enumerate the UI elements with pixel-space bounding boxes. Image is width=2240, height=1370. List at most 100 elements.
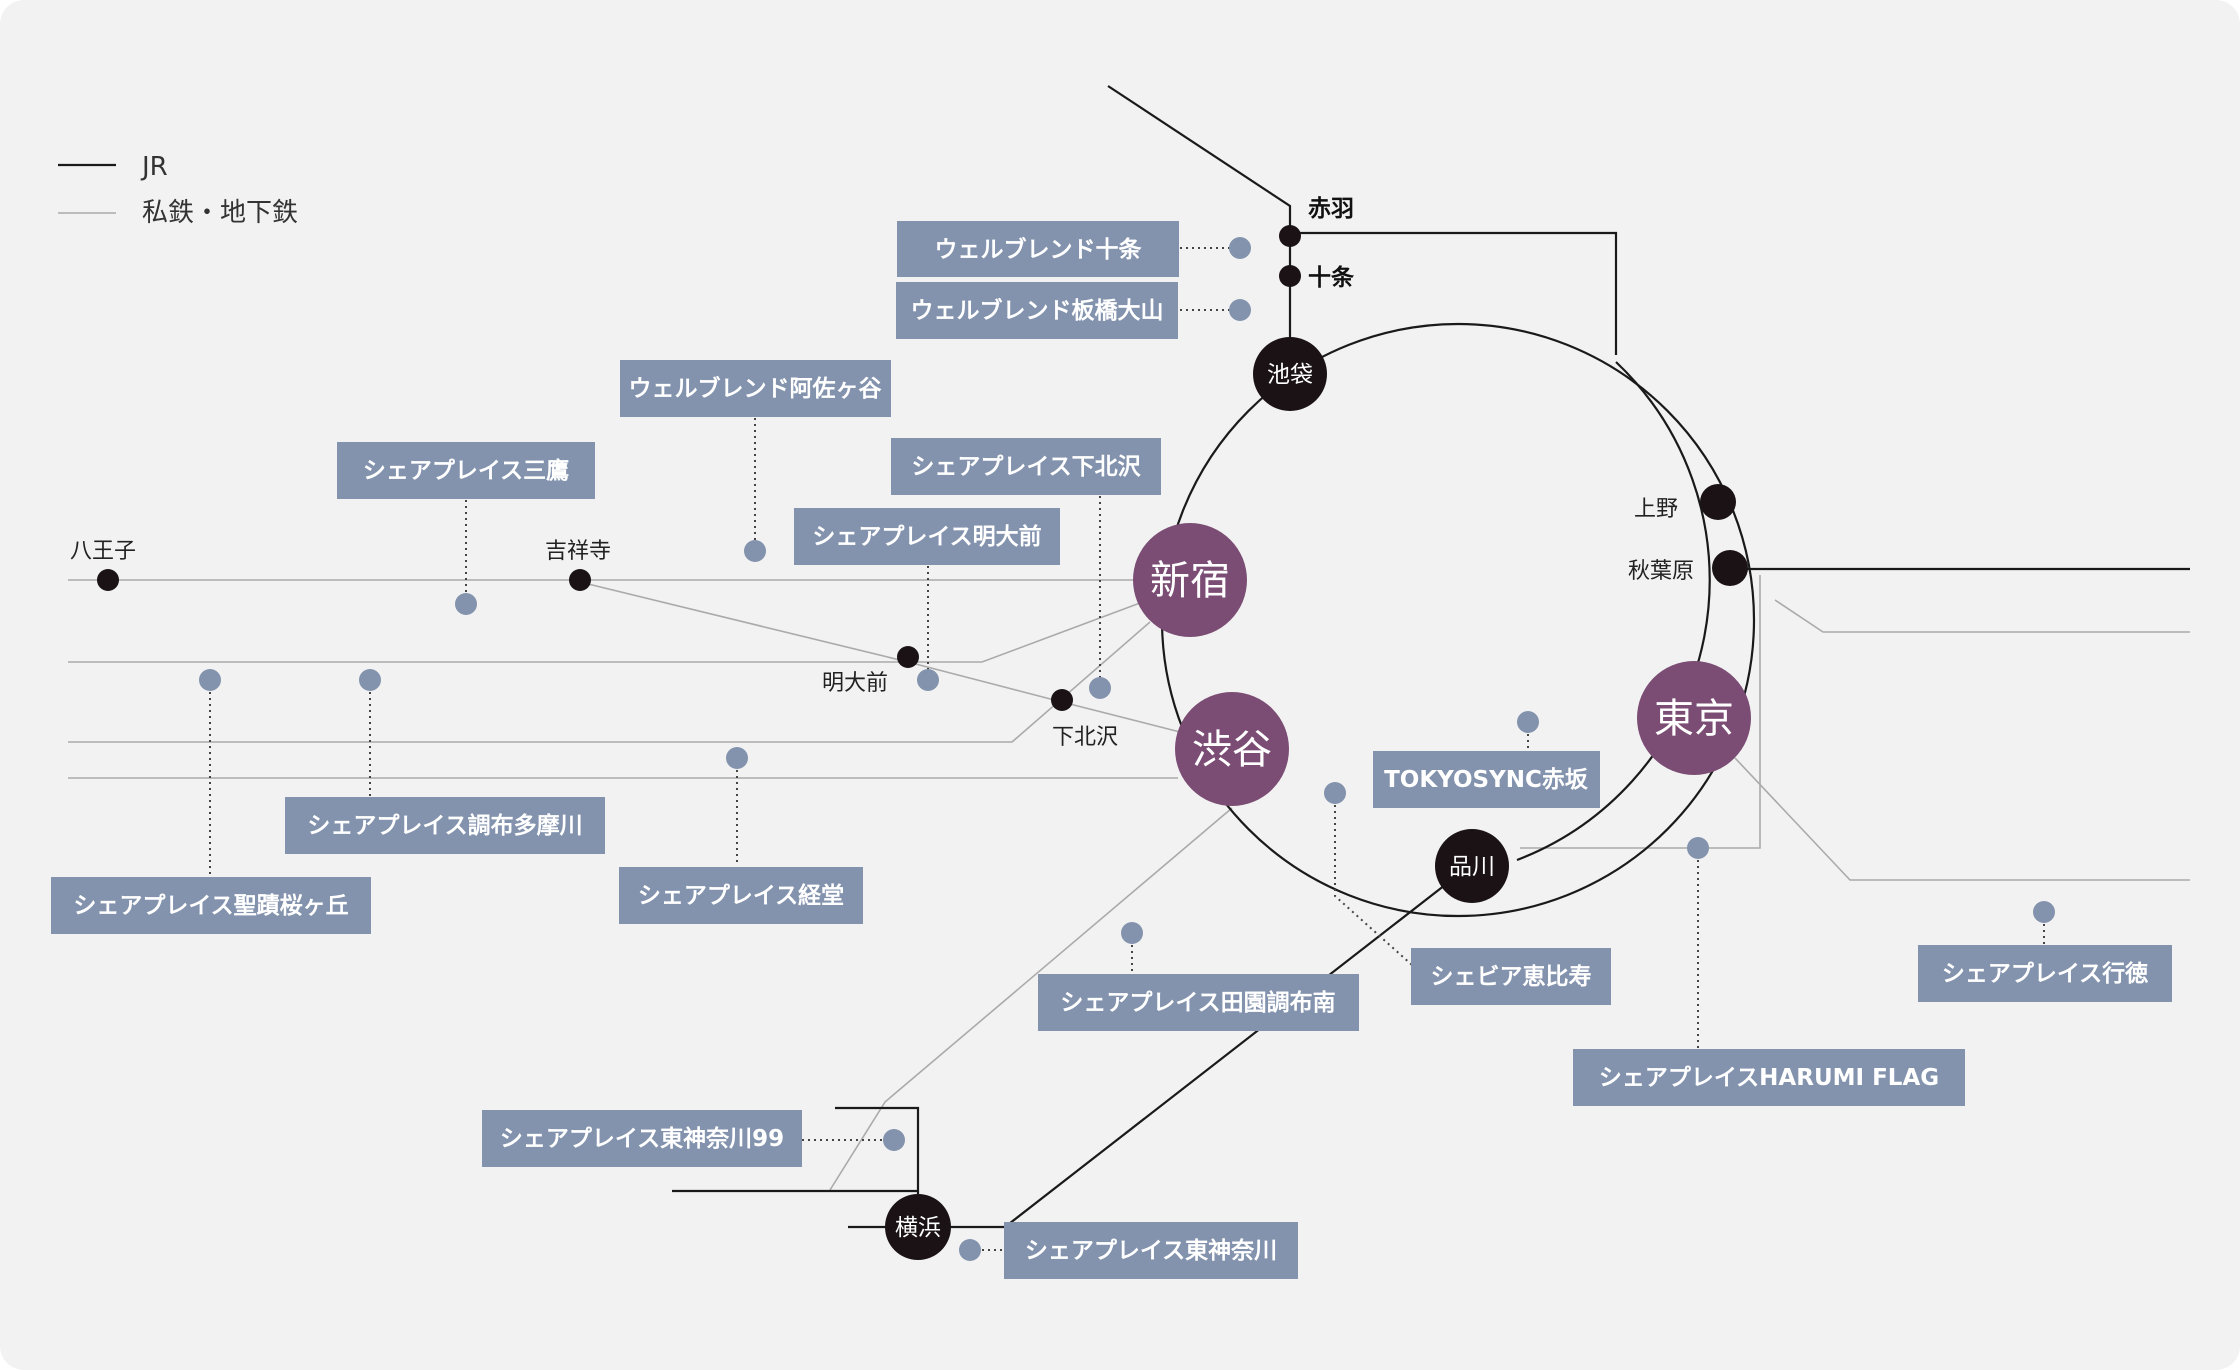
station-dot-ueno[interactable] — [1700, 484, 1736, 520]
private-lines — [68, 575, 2190, 1191]
property-dot-denenchofu[interactable] — [1121, 922, 1143, 944]
line-toyoko — [829, 807, 1233, 1191]
station-label-shimokitazawa: 下北沢 — [1052, 725, 1118, 750]
legend: JR 私鉄・地下鉄 — [58, 152, 298, 228]
property-harumi[interactable]: シェアプレイスHARUMI FLAG — [1573, 1049, 1965, 1106]
property-dot-harumi[interactable] — [1687, 837, 1709, 859]
hub-shinagawa[interactable] — [1435, 829, 1509, 903]
property-dot-jujo[interactable] — [1229, 237, 1251, 259]
leaders — [209, 247, 2045, 1251]
property-label-meidaimae: シェアプレイス明大前 — [812, 523, 1041, 550]
property-gyotoku[interactable]: シェアプレイス行徳 — [1918, 945, 2172, 1002]
property-label-mitaka: シェアプレイス三鷹 — [363, 457, 569, 484]
property-chofu[interactable]: シェアプレイス調布多摩川 — [285, 797, 605, 854]
station-label-ueno: 上野 — [1634, 497, 1678, 522]
property-label-ebisu: シェビア恵比寿 — [1431, 963, 1592, 990]
property-labels: ウェルブレンド十条 ウェルブレンド板橋大山 ウェルブレンド阿佐ヶ谷 シェアプレイ… — [51, 221, 2172, 1279]
hub-tokyo[interactable] — [1637, 661, 1751, 775]
hub-ikebukuro[interactable] — [1253, 337, 1327, 411]
property-label-jujo: ウェルブレンド十条 — [935, 236, 1142, 263]
line-yurikamome — [1520, 575, 1761, 849]
hub-stations: 池袋 品川 横浜 新宿 渋谷 東京 — [885, 337, 1751, 1260]
property-kyodo[interactable]: シェアプレイス経堂 — [619, 867, 863, 924]
property-mitaka[interactable]: シェアプレイス三鷹 — [337, 442, 595, 499]
station-label-kichijoji: 吉祥寺 — [545, 539, 611, 564]
station-dot-kichijoji[interactable] — [569, 569, 591, 591]
property-meidaimae[interactable]: シェアプレイス明大前 — [794, 508, 1060, 565]
property-label-chofu: シェアプレイス調布多摩川 — [307, 812, 582, 839]
legend-private-label: 私鉄・地下鉄 — [142, 198, 298, 228]
property-label-harumi: シェアプレイスHARUMI FLAG — [1599, 1065, 1939, 1091]
hub-label-shinagawa: 品川 — [1449, 854, 1495, 880]
property-higashikanagawa99[interactable]: シェアプレイス東神奈川99 — [482, 1110, 802, 1167]
property-label-shimokitazawa: シェアプレイス下北沢 — [911, 454, 1141, 480]
property-itabashi[interactable]: ウェルブレンド板橋大山 — [896, 282, 1178, 339]
property-higashikanagawa[interactable]: シェアプレイス東神奈川 — [1004, 1222, 1298, 1279]
property-jujo[interactable]: ウェルブレンド十条 — [897, 221, 1179, 277]
hub-shinjuku[interactable] — [1133, 523, 1247, 637]
property-label-seiseki: シェアプレイス聖蹟桜ヶ丘 — [73, 893, 348, 919]
property-dot-shimokitazawa[interactable] — [1089, 677, 1111, 699]
property-dot-kyodo[interactable] — [726, 747, 748, 769]
property-label-denenchofu: シェアプレイス田園調布南 — [1060, 989, 1335, 1016]
hub-yokohama[interactable] — [885, 1194, 951, 1260]
property-ebisu[interactable]: シェビア恵比寿 — [1411, 948, 1611, 1005]
station-label-hachioji: 八王子 — [70, 539, 136, 564]
line-saikyo — [1107, 85, 1292, 374]
station-label-meidaimae: 明大前 — [822, 671, 888, 696]
line-keihin-outer — [1516, 361, 1711, 862]
property-dot-itabashi[interactable] — [1229, 299, 1251, 321]
hub-label-shibuya: 渋谷 — [1192, 727, 1272, 773]
station-label-akihabara: 秋葉原 — [1628, 559, 1694, 584]
line-keiyo — [1774, 599, 2190, 633]
property-label-gyotoku: シェアプレイス行徳 — [1942, 960, 2148, 987]
line-odakyu — [68, 621, 1151, 743]
property-dot-gyotoku[interactable] — [2033, 901, 2055, 923]
property-asagaya[interactable]: ウェルブレンド阿佐ヶ谷 — [620, 360, 891, 417]
property-label-higashikanagawa99: シェアプレイス東神奈川99 — [500, 1125, 784, 1152]
hub-label-shinjuku: 新宿 — [1150, 558, 1230, 604]
property-dot-mitaka[interactable] — [455, 593, 477, 615]
station-dot-akihabara[interactable] — [1712, 550, 1748, 586]
property-dot-meidaimae[interactable] — [917, 669, 939, 691]
property-label-akasaka: TOKYOSYNC赤坂 — [1384, 767, 1589, 793]
property-dot-akasaka[interactable] — [1517, 711, 1539, 733]
station-dot-meidaimae[interactable] — [897, 646, 919, 668]
station-dot-shimokitazawa[interactable] — [1051, 689, 1073, 711]
property-dot-higashikanagawa99[interactable] — [883, 1129, 905, 1151]
line-inokashira — [579, 581, 1181, 733]
line-keio — [68, 602, 1141, 663]
property-dots — [199, 237, 2055, 1261]
hub-label-ikebukuro: 池袋 — [1267, 362, 1313, 388]
property-dot-chofu[interactable] — [359, 669, 381, 691]
property-label-kyodo: シェアプレイス経堂 — [638, 882, 844, 909]
property-dot-ebisu[interactable] — [1324, 782, 1346, 804]
leader-ebisu — [1334, 793, 1413, 966]
station-dot-akabane[interactable] — [1279, 225, 1301, 247]
station-dot-hachioji[interactable] — [97, 569, 119, 591]
line-keihin-north — [1290, 231, 1618, 355]
line-tokaido — [918, 863, 1473, 1229]
station-dot-jujo[interactable] — [1279, 265, 1301, 287]
station-label-jujo: 十条 — [1308, 264, 1354, 291]
property-dot-higashikanagawa[interactable] — [959, 1239, 981, 1261]
station-label-akabane: 赤羽 — [1308, 196, 1354, 222]
hub-label-yokohama: 横浜 — [895, 1215, 941, 1241]
line-tozai — [1734, 757, 2190, 881]
property-dot-asagaya[interactable] — [744, 540, 766, 562]
property-akasaka[interactable]: TOKYOSYNC赤坂 — [1373, 751, 1600, 808]
small-stations: 赤羽 十条 上野 秋葉原 八王子 吉祥寺 明大前 下北沢 — [70, 196, 1748, 750]
hub-label-tokyo: 東京 — [1654, 696, 1734, 742]
property-denenchofu[interactable]: シェアプレイス田園調布南 — [1038, 974, 1359, 1031]
property-label-higashikanagawa: シェアプレイス東神奈川 — [1025, 1237, 1277, 1264]
property-shimokitazawa[interactable]: シェアプレイス下北沢 — [891, 438, 1161, 495]
property-dot-seiseki[interactable] — [199, 669, 221, 691]
legend-jr-label: JR — [140, 152, 168, 182]
line-yamanote — [1160, 322, 1756, 918]
line-yokohama-line — [835, 1106, 920, 1227]
property-seiseki[interactable]: シェアプレイス聖蹟桜ヶ丘 — [51, 877, 371, 934]
hub-shibuya[interactable] — [1175, 692, 1289, 806]
property-label-itabashi: ウェルブレンド板橋大山 — [911, 297, 1164, 324]
